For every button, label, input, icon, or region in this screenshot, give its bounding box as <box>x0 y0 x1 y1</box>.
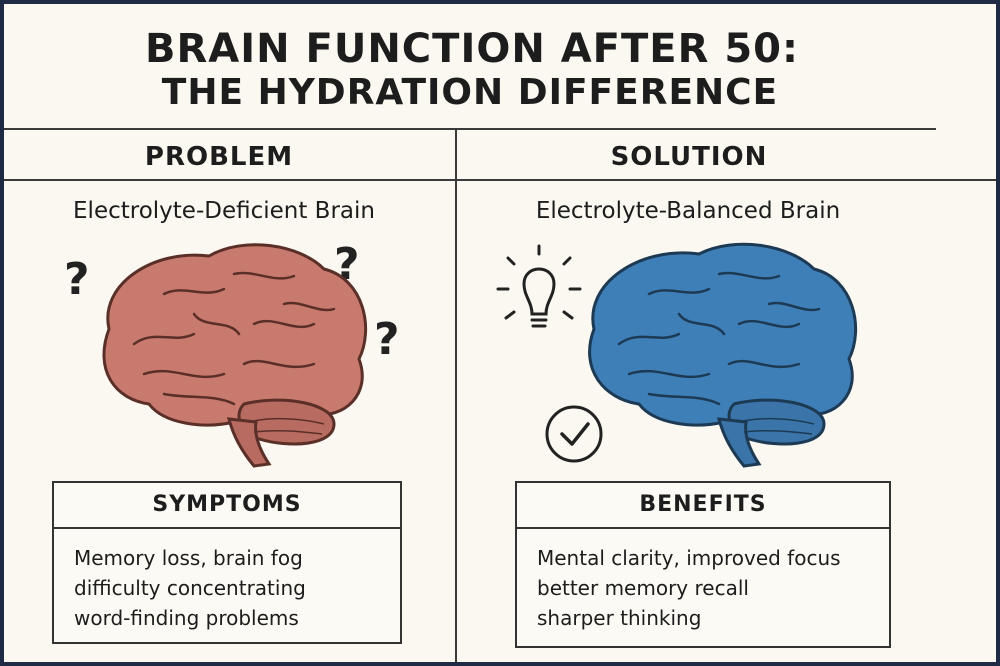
benefits-box: BENEFITS Mental clarity, improved focus … <box>515 481 891 648</box>
title-line-1: BRAIN FUNCTION AFTER 50: <box>144 26 800 72</box>
problem-heading: PROBLEM <box>144 142 294 172</box>
symptoms-list: Memory loss, brain fog difficulty concen… <box>74 543 306 633</box>
symptom-item: word-finding problems <box>74 606 299 630</box>
question-mark-icon: ? <box>374 314 400 365</box>
benefit-item: sharper thinking <box>537 606 702 630</box>
symptoms-box: SYMPTOMS Memory loss, brain fog difficul… <box>52 481 402 644</box>
divider-top <box>4 128 936 130</box>
infographic-frame: BRAIN FUNCTION AFTER 50: THE HYDRATION D… <box>4 4 996 662</box>
solution-brain-illustration <box>496 242 857 468</box>
divider-header <box>4 179 996 181</box>
symptom-item: difficulty concentrating <box>74 576 306 600</box>
divider-center <box>455 128 457 662</box>
lightbulb-icon <box>496 244 582 328</box>
benefit-item: Mental clarity, improved focus <box>537 546 841 570</box>
problem-brain-illustration: ? ? ? <box>64 239 400 468</box>
brain-icon <box>102 243 367 468</box>
symptom-item: Memory loss, brain fog <box>74 546 303 570</box>
brain-icon <box>588 242 857 468</box>
benefits-list: Mental clarity, improved focus better me… <box>537 543 841 633</box>
svg-text:?: ? <box>374 314 400 365</box>
benefit-item: better memory recall <box>537 576 749 600</box>
question-mark-icon: ? <box>64 254 90 305</box>
checkmark-circle-icon <box>545 405 603 463</box>
title-line-2: THE HYDRATION DIFFERENCE <box>161 72 779 113</box>
symptoms-box-title: SYMPTOMS <box>54 483 400 529</box>
benefits-box-title: BENEFITS <box>517 483 889 529</box>
solution-heading: SOLUTION <box>610 142 768 172</box>
problem-subtitle: Electrolyte-Deficient Brain <box>73 198 375 224</box>
solution-subtitle: Electrolyte-Balanced Brain <box>535 198 841 224</box>
svg-text:?: ? <box>64 254 90 305</box>
